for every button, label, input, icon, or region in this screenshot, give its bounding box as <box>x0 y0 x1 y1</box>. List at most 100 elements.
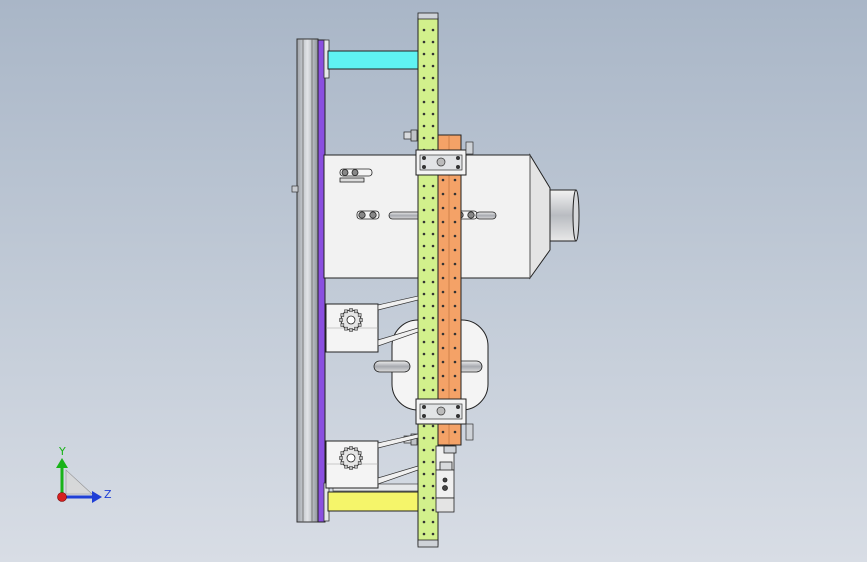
gear-tooth <box>340 451 345 455</box>
plate-hole <box>431 496 435 500</box>
plate-hole <box>441 234 445 238</box>
plate-hole <box>431 124 435 128</box>
plate-hole <box>453 262 457 266</box>
gear-tooth <box>340 461 345 465</box>
plate-hole <box>441 304 445 308</box>
plate-hole <box>441 220 445 224</box>
plate-hole <box>422 136 426 140</box>
plate-hole <box>441 360 445 364</box>
plate-hole <box>431 460 435 464</box>
gear-tooth <box>357 451 362 455</box>
gear-tooth <box>339 318 343 322</box>
plate-hole <box>422 436 426 440</box>
yellow-spacer-block <box>327 491 421 512</box>
plate-hole <box>431 424 435 428</box>
plate-hole <box>441 332 445 336</box>
plate-hole <box>422 484 426 488</box>
plate-hole <box>441 290 445 294</box>
green-plate <box>417 12 439 548</box>
plate-hole <box>453 304 457 308</box>
plate-hole <box>431 100 435 104</box>
lower-right-bracket <box>435 445 457 513</box>
plate-hole <box>422 280 426 284</box>
plate-hole <box>422 196 426 200</box>
gear-tooth <box>349 466 353 470</box>
plate-hole <box>441 276 445 280</box>
plate-hole <box>431 292 435 296</box>
gear-tooth <box>357 461 362 465</box>
plate-hole <box>422 340 426 344</box>
plate-hole <box>422 496 426 500</box>
plate-hole <box>431 112 435 116</box>
plate-hole <box>422 424 426 428</box>
gear-tooth <box>340 313 345 317</box>
plate-hole <box>453 220 457 224</box>
plate-hole <box>441 262 445 266</box>
plate-hole <box>431 520 435 524</box>
plate-hole <box>431 184 435 188</box>
gear-tooth <box>359 456 363 460</box>
lower-slide-block <box>415 398 474 441</box>
plate-hole <box>422 316 426 320</box>
y-axis-label: Y <box>58 445 66 458</box>
gear-tooth <box>344 447 348 452</box>
gear-tooth <box>344 326 348 331</box>
plate-hole <box>431 376 435 380</box>
plate-hole <box>431 388 435 392</box>
plate-hole <box>431 316 435 320</box>
plate-hole <box>431 268 435 272</box>
plate-hole <box>431 328 435 332</box>
plate-hole <box>422 64 426 68</box>
plate-hole <box>422 352 426 356</box>
plate-hole <box>453 206 457 210</box>
upper-gear-motor <box>325 295 419 353</box>
plate-hole <box>431 220 435 224</box>
plate-hole <box>431 76 435 80</box>
plate-hole <box>431 364 435 368</box>
plate-hole <box>441 192 445 196</box>
plate-hole <box>431 52 435 56</box>
lower-gear-motor <box>325 433 419 489</box>
plate-hole <box>422 448 426 452</box>
plate-hole <box>441 430 445 434</box>
plate-hole <box>431 136 435 140</box>
plate-hole <box>422 232 426 236</box>
plate-hole <box>441 178 445 182</box>
plate-hole <box>431 280 435 284</box>
plate-hole <box>453 178 457 182</box>
plate-hole <box>453 318 457 322</box>
plate-hole <box>453 346 457 350</box>
coordinate-triad: Y Z <box>56 445 112 503</box>
gear-tooth <box>339 456 343 460</box>
plate-hole <box>422 184 426 188</box>
plate-hole <box>422 472 426 476</box>
plate-hole <box>422 244 426 248</box>
base-rail <box>291 38 319 523</box>
plate-hole <box>422 520 426 524</box>
plate-hole <box>441 248 445 252</box>
outlet-nozzle <box>549 189 580 242</box>
plate-hole <box>431 340 435 344</box>
plate-hole <box>431 472 435 476</box>
gear-tooth <box>349 446 353 450</box>
plate-hole <box>422 208 426 212</box>
plate-hole <box>453 276 457 280</box>
plate-hole <box>431 208 435 212</box>
plate-hole <box>431 352 435 356</box>
gear-tooth <box>357 313 362 317</box>
plate-hole <box>431 28 435 32</box>
plate-hole <box>453 360 457 364</box>
gear-tooth <box>354 309 358 314</box>
plate-hole <box>431 436 435 440</box>
gear-tooth <box>344 309 348 314</box>
plate-hole <box>422 304 426 308</box>
plate-hole <box>422 292 426 296</box>
plate-hole <box>422 508 426 512</box>
plate-hole <box>431 196 435 200</box>
plate-hole <box>422 112 426 116</box>
plate-hole <box>453 430 457 434</box>
plate-hole <box>453 234 457 238</box>
plate-hole <box>422 328 426 332</box>
plate-hole <box>453 374 457 378</box>
